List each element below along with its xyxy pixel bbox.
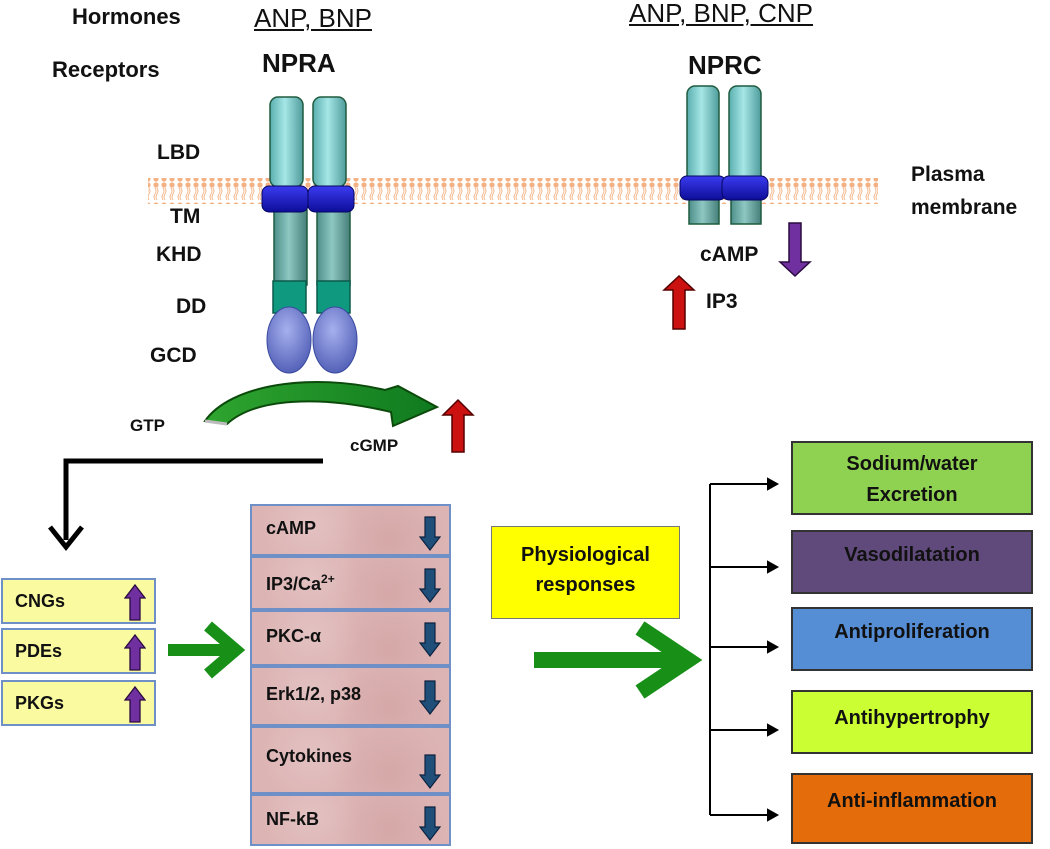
cgmp-up-arrow bbox=[441, 398, 475, 453]
pathway-label: PKC-α bbox=[266, 626, 322, 646]
response-label-line1: Anti-inflammation bbox=[827, 790, 997, 812]
response-sodium-water-excretion: Sodium/water Excretion bbox=[791, 441, 1033, 515]
pathway-label: cAMP bbox=[266, 518, 317, 538]
pathway-label: Erk1/2, p38 bbox=[266, 684, 362, 704]
pathway-box-camp: cAMP bbox=[250, 504, 451, 556]
camp-down-arrow bbox=[778, 222, 812, 278]
lbd-label: LBD bbox=[157, 141, 201, 164]
down-arrow-icon bbox=[419, 680, 441, 715]
down-arrow-icon bbox=[419, 754, 441, 789]
gtp-label: GTP bbox=[130, 416, 165, 435]
response-label-line1: Sodium/water bbox=[846, 453, 978, 475]
nprc-camp-label: cAMP bbox=[700, 243, 759, 266]
pathway-box-erk: Erk1/2, p38 bbox=[250, 666, 451, 726]
response-anti-inflammation: Anti-inflammation bbox=[791, 773, 1033, 844]
hormones-label: Hormones bbox=[72, 4, 181, 29]
receptors-label: Receptors bbox=[52, 57, 160, 82]
pathway-label-sup: 2+ bbox=[321, 572, 335, 586]
nprc-ip3-label: IP3 bbox=[706, 290, 738, 313]
response-bracket bbox=[709, 477, 780, 822]
plasma-membrane-line2: membrane bbox=[911, 196, 1018, 219]
cgmp-label: cGMP bbox=[350, 436, 399, 455]
effector-box-pkgs: PKGs bbox=[1, 680, 156, 726]
pathway-box-ip3: IP3/Ca2+ bbox=[250, 556, 451, 610]
response-antiproliferation: Antiproliferation bbox=[791, 607, 1033, 671]
ip3-up-arrow bbox=[662, 274, 696, 330]
down-arrow-icon bbox=[419, 568, 441, 603]
physiological-line1: Physiological bbox=[521, 544, 650, 566]
nprc-hormones: ANP, BNP, CNP bbox=[629, 0, 814, 28]
down-arrow-icon bbox=[419, 516, 441, 551]
nprc-label: NPRC bbox=[688, 50, 762, 80]
down-arrow-icon bbox=[419, 806, 441, 841]
down-arrow-icon bbox=[419, 622, 441, 657]
response-label-line1: Antihypertrophy bbox=[834, 707, 990, 729]
npra-chain-right bbox=[307, 96, 358, 374]
gtp-to-cgmp-arrow bbox=[203, 381, 440, 428]
pathway-label-text: IP3/Ca bbox=[266, 574, 322, 594]
up-arrow-icon bbox=[124, 633, 146, 671]
effector-box-pdes: PDEs bbox=[1, 628, 156, 674]
pathway-box-nfkb: NF-kB bbox=[250, 794, 451, 846]
nprc-receptor bbox=[679, 85, 769, 225]
up-arrow-icon bbox=[124, 685, 146, 723]
response-label-line1: Antiproliferation bbox=[834, 621, 990, 643]
physiological-line2: responses bbox=[535, 574, 636, 596]
gcd-label: GCD bbox=[150, 344, 197, 367]
pathway-box-pkc: PKC-α bbox=[250, 610, 451, 666]
khd-label: KHD bbox=[156, 243, 202, 266]
response-vasodilatation: Vasodilatation bbox=[791, 530, 1033, 594]
npra-label: NPRA bbox=[262, 48, 336, 78]
npra-hormones: ANP, BNP bbox=[254, 3, 373, 33]
tm-label: TM bbox=[170, 205, 201, 228]
response-label-line1: Vasodilatation bbox=[844, 544, 980, 566]
npra-chain-left bbox=[261, 96, 312, 374]
up-arrow-icon bbox=[124, 583, 146, 621]
connector-to-effectors bbox=[48, 458, 323, 552]
effector-label: CNGs bbox=[15, 591, 66, 611]
plasma-membrane-line1: Plasma bbox=[911, 163, 985, 186]
effector-box-cngs: CNGs bbox=[1, 578, 156, 624]
response-antihypertrophy: Antihypertrophy bbox=[791, 690, 1033, 754]
green-chevron-arrow bbox=[168, 621, 246, 679]
dd-label: DD bbox=[176, 295, 207, 318]
npra-receptor bbox=[261, 96, 358, 374]
effector-label: PKGs bbox=[15, 693, 65, 713]
pathway-label: NF-kB bbox=[266, 809, 319, 829]
pathway-label: IP3/Ca2+ bbox=[266, 572, 335, 595]
effector-label: PDEs bbox=[15, 641, 63, 661]
pathway-box-cytokines: Cytokines bbox=[250, 726, 451, 794]
pathway-label: Cytokines bbox=[266, 746, 353, 766]
response-label-line2: Excretion bbox=[866, 484, 958, 506]
big-green-arrow bbox=[534, 621, 703, 699]
physiological-responses-box: Physiological responses bbox=[491, 526, 680, 619]
